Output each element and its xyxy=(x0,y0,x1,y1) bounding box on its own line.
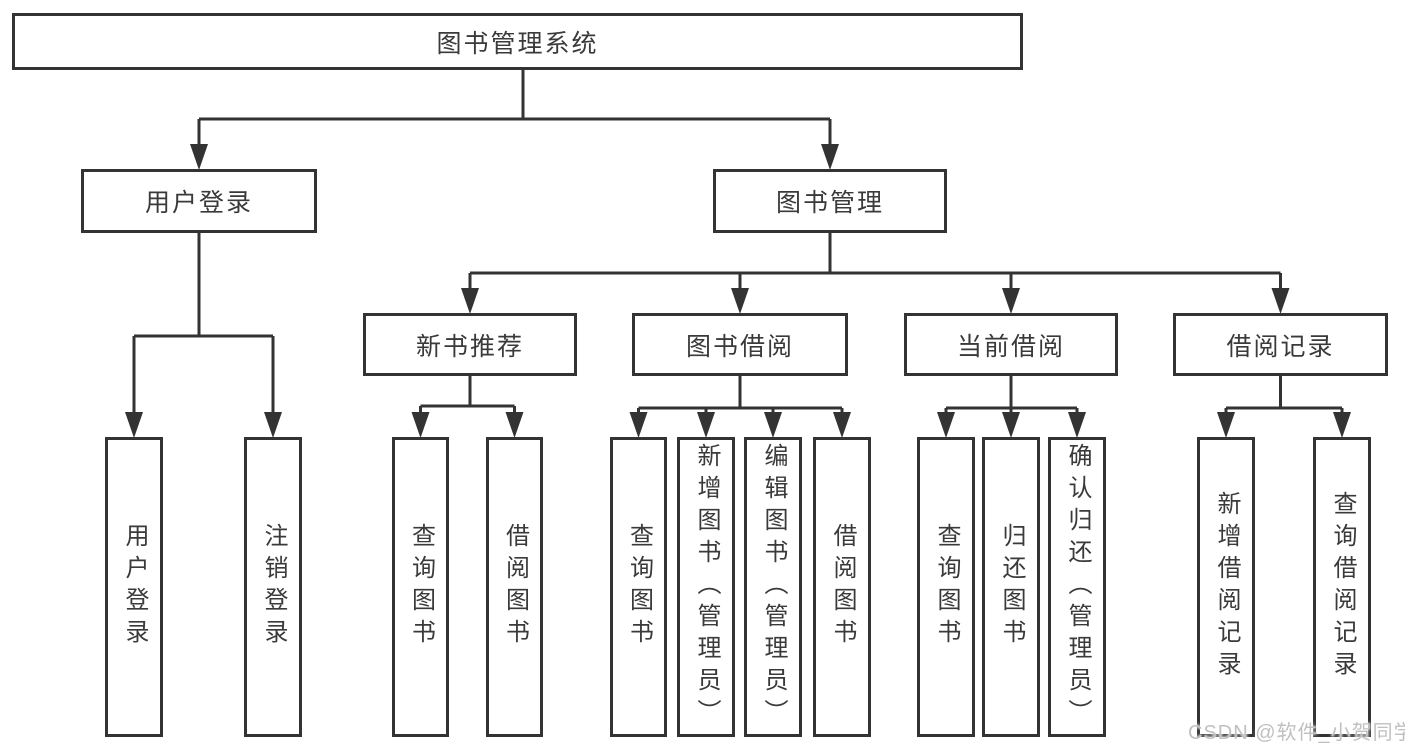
connector-user-login xyxy=(125,233,282,438)
node-label: 借阅图书 xyxy=(829,523,856,651)
connector-path xyxy=(419,376,516,420)
node-borrow-record: 借阅记录 xyxy=(1173,313,1388,376)
node-label: 查询借阅记录 xyxy=(1329,491,1356,683)
node-leaf-nbr-borrow: 借阅图书 xyxy=(486,437,543,737)
connector-path xyxy=(132,233,275,420)
node-label: 图书管理系统 xyxy=(436,29,599,58)
node-leaf-bb-edit: 编辑图书（管理员） xyxy=(744,437,802,737)
node-label: 查询图书 xyxy=(407,523,435,651)
node-leaf-br-query: 查询借阅记录 xyxy=(1313,437,1371,737)
node-label: 用户登录 xyxy=(121,523,148,651)
node-label: 归还图书 xyxy=(998,523,1025,651)
node-user-login: 用户登录 xyxy=(81,169,317,233)
arrowhead-icon xyxy=(629,412,648,438)
watermark: CSDN @软件_小贺同学 xyxy=(1188,722,1405,744)
node-book-borrow: 图书借阅 xyxy=(632,313,848,376)
arrowhead-icon xyxy=(1068,412,1086,438)
node-leaf-logout: 注销登录 xyxy=(244,437,302,737)
node-leaf-br-add: 新增借阅记录 xyxy=(1197,437,1255,737)
arrowhead-icon xyxy=(1271,288,1290,314)
connector-root xyxy=(190,70,839,170)
node-label: 新书推荐 xyxy=(415,332,524,361)
node-label: 确认归还（管理员） xyxy=(1064,443,1091,731)
node-leaf-cb-confirm: 确认归还（管理员） xyxy=(1048,437,1106,737)
connector-book-borrow xyxy=(629,376,851,438)
arrowhead-icon xyxy=(125,412,143,438)
connector-path xyxy=(468,233,1282,296)
node-leaf-cb-return: 归还图书 xyxy=(982,437,1040,737)
arrowhead-icon xyxy=(461,288,479,314)
arrowhead-icon xyxy=(833,412,851,438)
node-leaf-bb-query: 查询图书 xyxy=(610,437,667,737)
connector-new-book-rec xyxy=(411,376,524,438)
arrowhead-icon xyxy=(1217,412,1235,438)
node-new-book-rec: 新书推荐 xyxy=(363,313,577,376)
connector-path xyxy=(637,376,844,420)
node-leaf-cb-query: 查询图书 xyxy=(917,437,975,737)
arrowhead-icon xyxy=(190,144,208,170)
connector-path xyxy=(1224,376,1344,420)
arrowhead-icon xyxy=(821,144,839,170)
connector-borrow-record xyxy=(1217,376,1351,438)
arrowhead-icon xyxy=(411,412,430,438)
node-label: 借阅图书 xyxy=(501,523,529,651)
arrowhead-icon xyxy=(1002,412,1020,438)
arrowhead-icon xyxy=(1333,412,1351,438)
node-leaf-bb-add: 新增图书（管理员） xyxy=(677,437,735,737)
node-leaf-nbr-query: 查询图书 xyxy=(392,437,449,737)
node-label: 查询图书 xyxy=(625,523,653,651)
arrowhead-icon xyxy=(731,288,749,314)
node-label: 注销登录 xyxy=(260,523,287,651)
node-leaf-user-login: 用户登录 xyxy=(105,437,163,737)
connector-path xyxy=(197,70,832,152)
node-label: 图书管理 xyxy=(775,189,884,217)
arrowhead-icon xyxy=(505,412,524,438)
connector-book-mgmt xyxy=(461,233,1290,314)
arrowhead-icon xyxy=(937,412,955,438)
arrowhead-icon xyxy=(264,412,282,438)
arrowhead-icon xyxy=(697,412,715,438)
arrowhead-icon xyxy=(764,412,782,438)
node-label: 当前借阅 xyxy=(956,332,1065,361)
arrowhead-icon xyxy=(1002,288,1020,314)
node-label: 编辑图书（管理员） xyxy=(760,443,787,731)
node-label: 查询图书 xyxy=(933,523,960,651)
node-leaf-bb-borrow: 借阅图书 xyxy=(813,437,871,737)
node-current-borrow: 当前借阅 xyxy=(904,313,1118,376)
node-label: 用户登录 xyxy=(144,189,253,217)
node-label: 图书借阅 xyxy=(685,332,794,361)
node-label: 新增借阅记录 xyxy=(1213,491,1240,683)
node-root: 图书管理系统 xyxy=(12,13,1023,70)
node-label: 新增图书（管理员） xyxy=(693,443,720,731)
node-label: 借阅记录 xyxy=(1226,332,1335,361)
node-book-mgmt: 图书管理 xyxy=(713,169,947,233)
connector-current-borrow xyxy=(937,376,1086,438)
